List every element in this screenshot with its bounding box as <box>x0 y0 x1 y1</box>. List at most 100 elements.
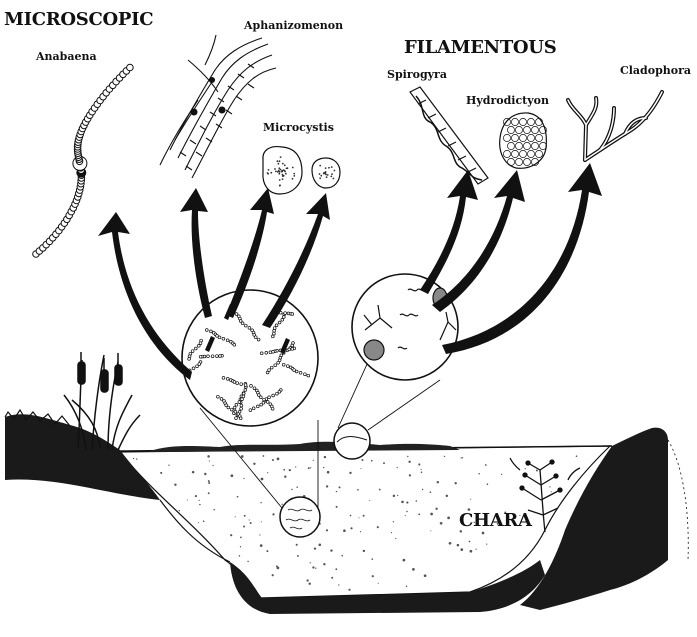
micro-cell <box>233 381 236 384</box>
stipple-dot <box>455 482 457 484</box>
microcystis-cell <box>319 173 321 175</box>
stipple-dot <box>277 567 280 570</box>
arrow-to-aphanizomenon <box>180 188 212 318</box>
micro-cell <box>199 342 202 345</box>
stipple-dot <box>204 473 206 475</box>
microcystis-cell <box>283 175 285 177</box>
stipple-dot <box>363 550 365 552</box>
micro-cell <box>278 390 281 393</box>
stipple-dot <box>536 470 538 472</box>
stipple-dot <box>470 550 473 553</box>
stipple-dot <box>406 511 408 513</box>
micro-cell <box>244 324 247 327</box>
microcystis-cell <box>279 185 281 187</box>
pond-sample-circle <box>280 497 320 537</box>
micro-cell <box>272 394 275 397</box>
microcystis-cell <box>282 178 284 180</box>
stipple-dot <box>243 525 245 527</box>
micro-cell <box>263 398 266 401</box>
micro-cell <box>210 330 213 333</box>
stipple-dot <box>266 550 268 552</box>
stipple-dot <box>393 521 394 522</box>
stipple-dot <box>203 520 205 522</box>
stipple-dot <box>361 459 363 461</box>
cattail-head <box>101 370 108 392</box>
micro-cell <box>266 371 269 374</box>
arrow-to-hydrodictyon <box>432 170 525 312</box>
stipple-dot <box>272 513 274 515</box>
hydrodictyon-drawing <box>500 113 547 168</box>
microcystis-cell <box>268 169 270 171</box>
stipple-dot <box>401 501 404 504</box>
micro-cell <box>304 373 307 376</box>
micro-cell <box>269 351 272 354</box>
stipple-dot <box>359 517 360 518</box>
aphanizomenon-drawing <box>160 35 276 178</box>
micro-cell <box>226 339 229 342</box>
micro-cell <box>288 348 291 351</box>
stipple-dot <box>326 485 328 487</box>
micro-cell <box>242 392 245 395</box>
heading-chara: CHARA <box>459 510 532 531</box>
micro-cell <box>249 409 252 412</box>
stipple-dot <box>324 456 326 458</box>
microcystis-cell <box>284 164 286 166</box>
micro-cell <box>235 403 238 406</box>
micro-cell <box>282 316 285 319</box>
micro-cell <box>295 370 298 373</box>
micro-cell <box>217 395 220 398</box>
stipple-dot <box>313 460 314 461</box>
microcystis-cell <box>275 171 277 173</box>
cattail-head <box>78 362 85 384</box>
stipple-dot <box>250 522 252 524</box>
micro-cell <box>207 355 210 358</box>
microcystis-cell <box>334 170 336 172</box>
stipple-dot <box>469 541 471 543</box>
stipple-dot <box>261 478 264 481</box>
stipple-dot <box>272 574 274 576</box>
micro-cell <box>191 350 194 353</box>
microcystis-cell <box>325 167 327 169</box>
cladophora-drawing <box>568 92 662 160</box>
microcystis-cell <box>320 175 322 177</box>
cladophora-inner <box>568 92 662 160</box>
stipple-dot <box>296 486 298 488</box>
micro-cell <box>273 327 276 330</box>
micro-cell <box>233 343 236 346</box>
arrows <box>98 163 602 380</box>
microcystis-cell <box>292 167 294 169</box>
micro-cell <box>277 361 280 364</box>
micro-cell <box>275 324 278 327</box>
stipple-dot <box>259 534 260 535</box>
stipple-dot <box>449 542 452 545</box>
stipple-dot <box>378 583 379 584</box>
micro-cell <box>211 355 214 358</box>
stipple-dot <box>289 469 291 471</box>
microcystis-cell <box>278 170 280 172</box>
stipple-dot <box>462 457 463 458</box>
stipple-dot <box>187 499 188 500</box>
stipple-dot <box>199 504 200 505</box>
label-anabaena: Anabaena <box>36 50 97 63</box>
microcystis-cell <box>281 170 283 172</box>
stipple-dot <box>249 519 250 520</box>
stipple-dot <box>272 459 274 461</box>
stipple-dot <box>260 502 261 503</box>
micro-cell <box>218 336 221 339</box>
stipple-dot <box>253 463 255 465</box>
micro-cell <box>281 318 284 321</box>
stipple-dot <box>405 515 406 516</box>
cattail-head <box>115 365 122 385</box>
stipple-dot <box>306 579 308 581</box>
stipple-dot <box>314 547 316 549</box>
micro-cell <box>234 410 237 413</box>
stipple-dot <box>237 496 239 498</box>
micro-cell <box>219 355 222 358</box>
stipple-dot <box>482 532 485 535</box>
stipple-dot <box>323 563 325 565</box>
stipple-dot <box>336 491 337 492</box>
stipple-dot <box>209 460 210 461</box>
stipple-dot <box>310 562 311 563</box>
stipple-dot <box>312 566 314 568</box>
